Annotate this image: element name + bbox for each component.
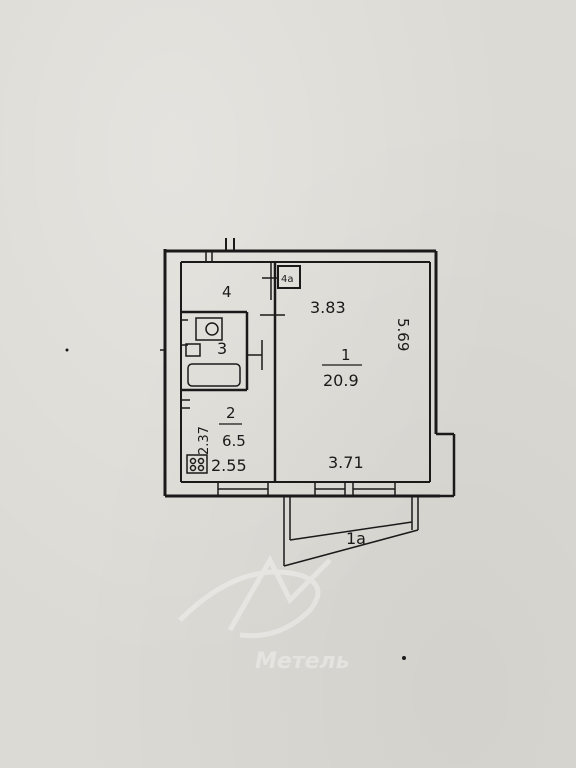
- closet-4a-label: 4a: [281, 274, 294, 285]
- dim-room1-right-length: 5.69: [394, 318, 412, 351]
- dim-room1-top-width: 3.83: [310, 298, 346, 317]
- outer-walls: [160, 238, 456, 498]
- watermark-text: Метель: [255, 649, 350, 674]
- dim-room1-bottom-width: 3.71: [328, 453, 364, 472]
- ink-dot: [65, 348, 69, 352]
- ink-dot: [402, 656, 406, 660]
- room-4-number: 4: [222, 283, 232, 301]
- dim-kitchen-length: 2.37: [197, 426, 212, 455]
- bathtub-fixture: [187, 363, 241, 387]
- toilet-fixture: [195, 317, 223, 341]
- room-1-number: 1: [341, 346, 351, 364]
- balcony-outline: [283, 496, 419, 567]
- room-labels: 4 4a 3 1 20.9 2 6.5 3.83 3.71 2.55 2.37 …: [197, 274, 412, 548]
- watermark-logo: Метель: [178, 554, 350, 674]
- sink-fixture: [185, 343, 201, 357]
- windows: [217, 481, 396, 497]
- wall-marks-left: [181, 319, 190, 409]
- room-1-area: 20.9: [323, 371, 359, 390]
- interior-walls: [181, 262, 301, 482]
- room-2-area: 6.5: [222, 432, 246, 450]
- dim-kitchen-width: 2.55: [211, 456, 247, 475]
- room-3-number: 3: [217, 339, 227, 358]
- room-2-number: 2: [226, 404, 236, 422]
- stove-fixture: [186, 454, 208, 474]
- balcony-label: 1a: [346, 529, 366, 548]
